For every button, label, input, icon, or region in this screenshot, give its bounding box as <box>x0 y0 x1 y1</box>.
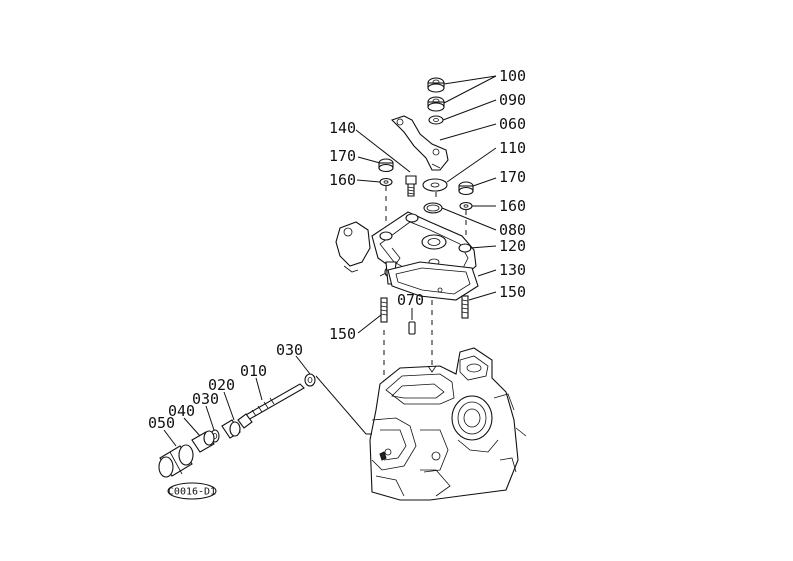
nut-170-left <box>378 158 394 173</box>
callout-160-right: 160 <box>499 197 526 215</box>
callout-050: 050 <box>148 414 175 432</box>
nut-100-upper <box>427 77 445 93</box>
callout-020: 020 <box>208 376 235 394</box>
sleeve-040 <box>191 430 215 453</box>
washer-160-left <box>379 177 393 187</box>
callout-060: 060 <box>499 115 526 133</box>
stud-150-right <box>461 295 469 319</box>
nut-100-lower <box>427 96 445 112</box>
callout-170-right: 170 <box>499 168 526 186</box>
o-ring-080 <box>423 202 443 214</box>
callout-140: 140 <box>329 119 356 137</box>
figure-code-badge: C0016-D1 <box>167 482 217 500</box>
washer-090 <box>428 115 444 125</box>
callout-100: 100 <box>499 67 526 85</box>
callout-150-right: 150 <box>499 283 526 301</box>
callout-040: 040 <box>168 402 195 420</box>
bolt-140 <box>405 175 417 197</box>
shaft-010 <box>237 383 305 429</box>
lever-060 <box>390 115 449 171</box>
cap-050 <box>158 444 194 478</box>
nut-170-right <box>458 181 474 196</box>
callout-030-upper: 030 <box>276 341 303 359</box>
callout-130: 130 <box>499 261 526 279</box>
leader-lines <box>163 75 497 447</box>
figure-code: C0016-D1 <box>168 487 216 498</box>
callout-170-left: 170 <box>329 147 356 165</box>
callout-120: 120 <box>499 237 526 255</box>
callout-160-left: 160 <box>329 171 356 189</box>
gasket-130 <box>387 261 479 301</box>
washer-030-upper <box>304 373 316 387</box>
washer-110 <box>422 178 448 192</box>
callout-070: 070 <box>397 291 424 309</box>
callout-030-lower: 030 <box>192 390 219 408</box>
callout-090: 090 <box>499 91 526 109</box>
stud-150-left <box>380 297 388 323</box>
pin-070 <box>408 321 416 335</box>
callout-010: 010 <box>240 362 267 380</box>
callout-110: 110 <box>499 139 526 157</box>
spring-020 <box>221 419 241 439</box>
callout-080: 080 <box>499 221 526 239</box>
callout-150-left: 150 <box>329 325 356 343</box>
washer-160-right <box>459 201 473 211</box>
engine-block <box>369 347 527 501</box>
